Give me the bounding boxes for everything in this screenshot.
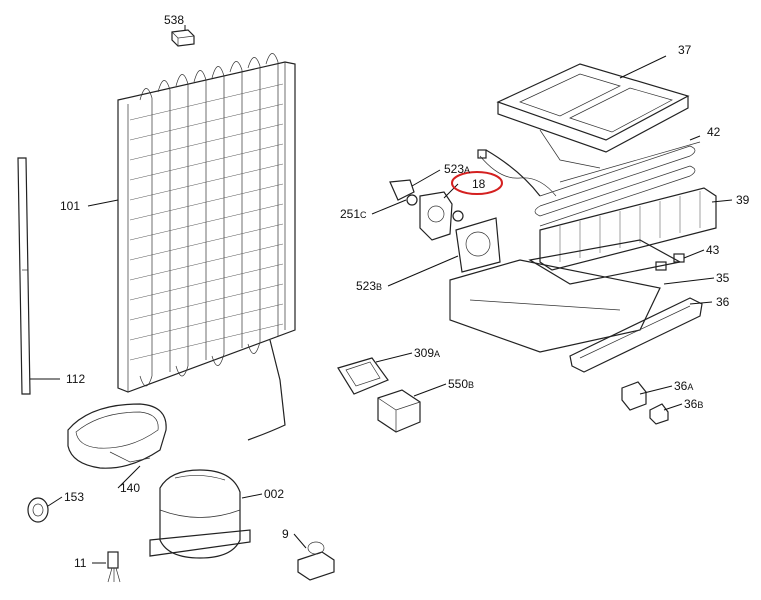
callout-101: 101 xyxy=(60,199,80,213)
callout-42: 42 xyxy=(707,125,721,139)
part-37-lid xyxy=(496,63,690,169)
part-101-condenser xyxy=(117,53,296,441)
part-251c-grommet xyxy=(406,194,418,206)
part-42-coil xyxy=(485,141,701,227)
callout-labels: 538 37 42 523A 18 251C 39 101 43 523B 35… xyxy=(60,13,750,570)
part-39-evaporator xyxy=(539,187,717,271)
part-35-housing xyxy=(449,259,661,353)
callout-39: 39 xyxy=(736,193,750,207)
part-9-clamp xyxy=(297,541,335,581)
highlight-ellipse-18 xyxy=(451,171,503,195)
callout-251c: 251C xyxy=(340,207,367,221)
leader-lines xyxy=(30,25,733,564)
part-18-fan-motor xyxy=(419,191,464,241)
part-112-strip xyxy=(17,157,31,395)
callout-523a: 523A xyxy=(444,162,470,176)
part-002-compressor xyxy=(149,469,251,559)
part-43-plate xyxy=(528,239,685,285)
callout-140: 140 xyxy=(120,481,140,495)
part-36b-knob xyxy=(649,403,669,425)
callout-153: 153 xyxy=(64,490,84,504)
part-153-grommet xyxy=(27,497,49,523)
callout-18: 18 xyxy=(472,177,486,191)
callout-36: 36 xyxy=(716,295,730,309)
part-36a-switch xyxy=(621,381,647,411)
part-11-relay xyxy=(107,551,121,583)
callout-309a: 309A xyxy=(414,346,440,360)
callout-11: 11 xyxy=(74,556,87,570)
callout-538: 538 xyxy=(164,13,184,27)
part-523b-fan-cover xyxy=(455,217,501,273)
wire-harness xyxy=(477,149,557,197)
callout-550b: 550B xyxy=(448,377,474,391)
part-36-channel xyxy=(569,297,703,373)
part-140-drip-tray xyxy=(67,403,167,469)
part-538-clip xyxy=(171,29,195,47)
callout-112: 112 xyxy=(66,372,85,386)
callout-36a: 36A xyxy=(674,379,693,393)
callout-002: 002 xyxy=(264,487,284,501)
callout-523b: 523B xyxy=(356,279,382,293)
callout-35: 35 xyxy=(716,271,730,285)
callout-9: 9 xyxy=(282,527,289,541)
callout-43: 43 xyxy=(706,243,720,257)
callout-37: 37 xyxy=(678,43,692,57)
part-523a-bracket xyxy=(389,179,415,201)
part-550b-box xyxy=(377,389,421,433)
callout-36b: 36B xyxy=(684,397,703,411)
part-309a-frame xyxy=(337,357,389,395)
